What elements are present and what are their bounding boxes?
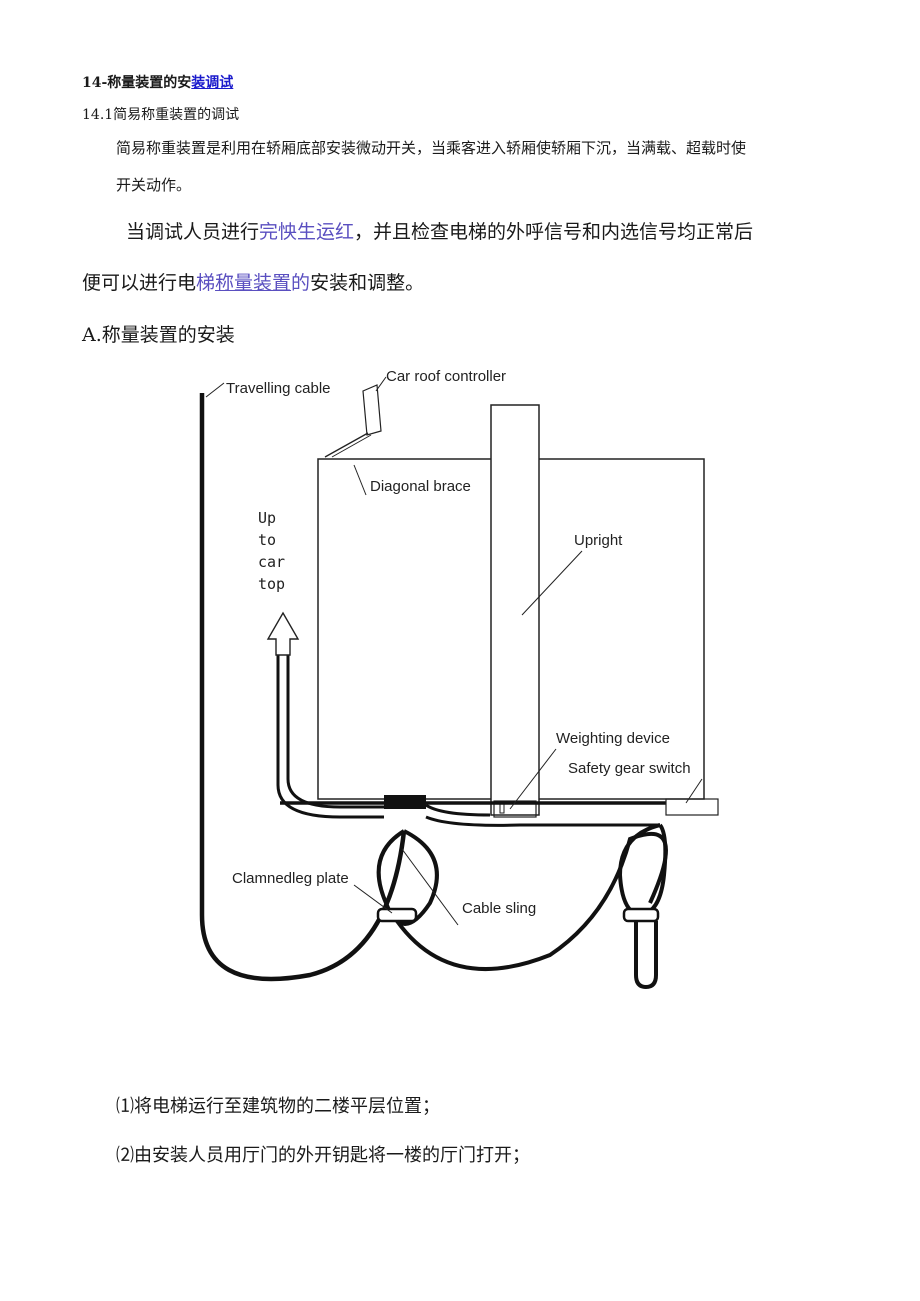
elevator-cable-diagram: Travelling cable Car roof controller Dia… [199,368,719,990]
label-travelling-cable: Travelling cable [226,380,331,397]
paragraph: 当调试人员进行完怏生运红，并且检查电梯的外呼信号和内选信号均正常后 [126,217,753,244]
step-item: ⑵由安装人员用厅门的外开钥匙将一楼的厅门打开； [116,1145,530,1166]
label-up-line: top [258,575,285,593]
section-heading: 14-称量装置的安装调试 [82,72,233,92]
label-clamnedleg-plate: Clamnedleg plate [232,870,349,887]
safety-gear-switch [665,798,719,816]
paragraph: 便可以进行电梯称量装置的安装和调整。 [82,268,424,295]
up-arrow-icon [266,611,300,656]
highlighted-text: 完怏生运红 [259,221,355,243]
label-cable-sling: Cable sling [462,900,536,917]
clamnedleg-plate [376,907,418,923]
highlighted-text: 梯 [196,272,216,294]
text-segment: 便可以进行电 [82,272,197,294]
label-up-line: to [258,531,276,549]
label-upright: Upright [574,532,623,549]
underlined-link-text[interactable]: 称量装置 [215,272,292,294]
text-segment: 安装和调整。 [310,272,425,294]
step-item: ⑴将电梯运行至建筑物的二楼平层位置； [116,1096,440,1117]
label-up-line: car [258,553,285,571]
cable-sling-loop-right [617,823,668,918]
label-car-roof-controller: Car roof controller [386,368,506,385]
heading-link[interactable]: 装调试 [191,75,234,91]
junction-box [384,795,426,809]
highlighted-text: 的 [291,272,311,294]
paragraph-line: 开关动作。 [116,176,192,194]
section-a-heading: A.称量装置的安装 [82,324,235,346]
travelling-cable [199,393,407,982]
label-up-line: Up [258,509,276,527]
upright [490,404,540,816]
cable-to-car-top [276,641,384,819]
text-segment: 当调试人员进行 [126,221,260,243]
paragraph-line: 简易称重装置是利用在轿厢底部安装微动开关，当乘客进入轿厢使轿厢下沉，当满载、超载… [116,139,747,157]
label-weighting-device: Weighting device [556,730,670,747]
text-segment: ，并且检查电梯的外呼信号和内选信号均正常后 [354,221,754,243]
subsection-heading: 14.1简易称重装置的调试 [82,107,240,123]
car-roof-controller [362,384,382,436]
heading-prefix: 14-称量装置的安 [82,75,192,91]
label-diagonal-brace: Diagonal brace [370,478,471,495]
diagonal-brace [324,432,369,458]
weighting-device [493,800,537,818]
cable-sling-loop-left [376,829,439,926]
label-safety-gear-switch: Safety gear switch [568,760,691,777]
